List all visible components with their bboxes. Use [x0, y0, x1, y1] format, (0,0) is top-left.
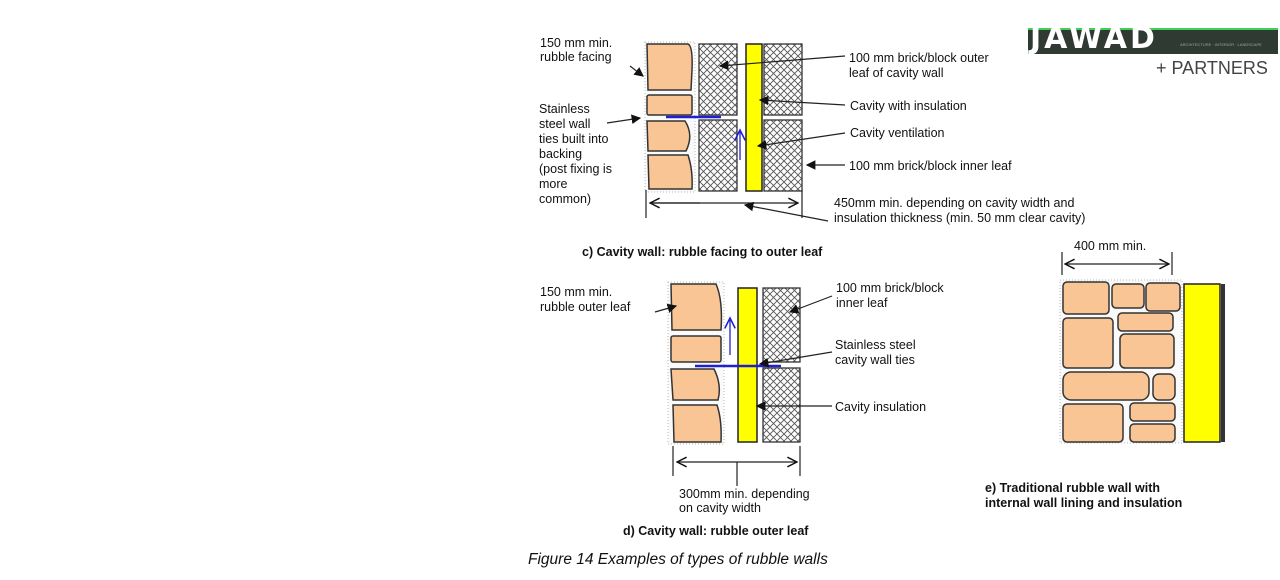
rubble-stone [670, 335, 722, 363]
inner-leaf-block [762, 287, 801, 363]
svg-text:100 mm brick/block inner leaf: 100 mm brick/block inner leaf [849, 159, 1012, 173]
caption-d: d) Cavity wall: rubble outer leaf [623, 524, 809, 538]
logo-bar [1028, 28, 1278, 54]
inner-leaf-block [763, 119, 803, 192]
logo-wordmark: JAWAD [1030, 21, 1158, 56]
rubble-stone [646, 94, 693, 116]
svg-text:450mm min. depending on cavity: 450mm min. depending on cavity width and… [834, 196, 1085, 225]
outer-leaf-block [698, 43, 738, 116]
rubble-stone [670, 368, 721, 401]
rubble-stone [647, 154, 693, 190]
figure-caption: Figure 14 Examples of types of rubble wa… [528, 551, 828, 568]
svg-text:Cavity with insulation: Cavity with insulation [850, 99, 967, 113]
svg-text:e) Traditional rubble wall wit: e) Traditional rubble wall withinternal … [985, 481, 1182, 510]
diagram-e: 400 mm min. e) Traditional rubble wall w… [985, 239, 1225, 510]
svg-text:400 mm min.: 400 mm min. [1074, 239, 1146, 253]
cavity-insulation [745, 43, 763, 192]
inner-leaf-block [763, 43, 803, 116]
svg-text:Cavity ventilation: Cavity ventilation [850, 126, 945, 140]
svg-text:150 mm min.rubble outer leaf: 150 mm min.rubble outer leaf [540, 285, 631, 314]
rubble-stone [646, 43, 693, 91]
diagram-d: 150 mm min.rubble outer leaf 100 mm bric… [540, 281, 944, 538]
outer-leaf-block [698, 119, 738, 192]
rubble-stone [670, 283, 723, 331]
diagram-c: 150 mm min.rubble facing Stainless steel… [539, 36, 1085, 259]
rubble-stone [672, 404, 722, 443]
svg-text:Stainless steel wall: Stainless steel wall ties built into bac… [539, 102, 615, 206]
internal-insulation [1183, 283, 1221, 443]
rubble-stone [646, 120, 691, 152]
inner-leaf-block [762, 367, 801, 443]
svg-text:Cavity insulation: Cavity insulation [835, 400, 926, 414]
svg-text:150 mm min.rubble facing: 150 mm min.rubble facing [540, 36, 612, 64]
logo-partners: + PARTNERS [1156, 58, 1268, 78]
caption-c: c) Cavity wall: rubble facing to outer l… [582, 245, 823, 259]
logo-tagline: ARCHITECTURE · INTERIOR · LANDSCAPE [1180, 42, 1262, 47]
internal-lining [1221, 284, 1225, 442]
